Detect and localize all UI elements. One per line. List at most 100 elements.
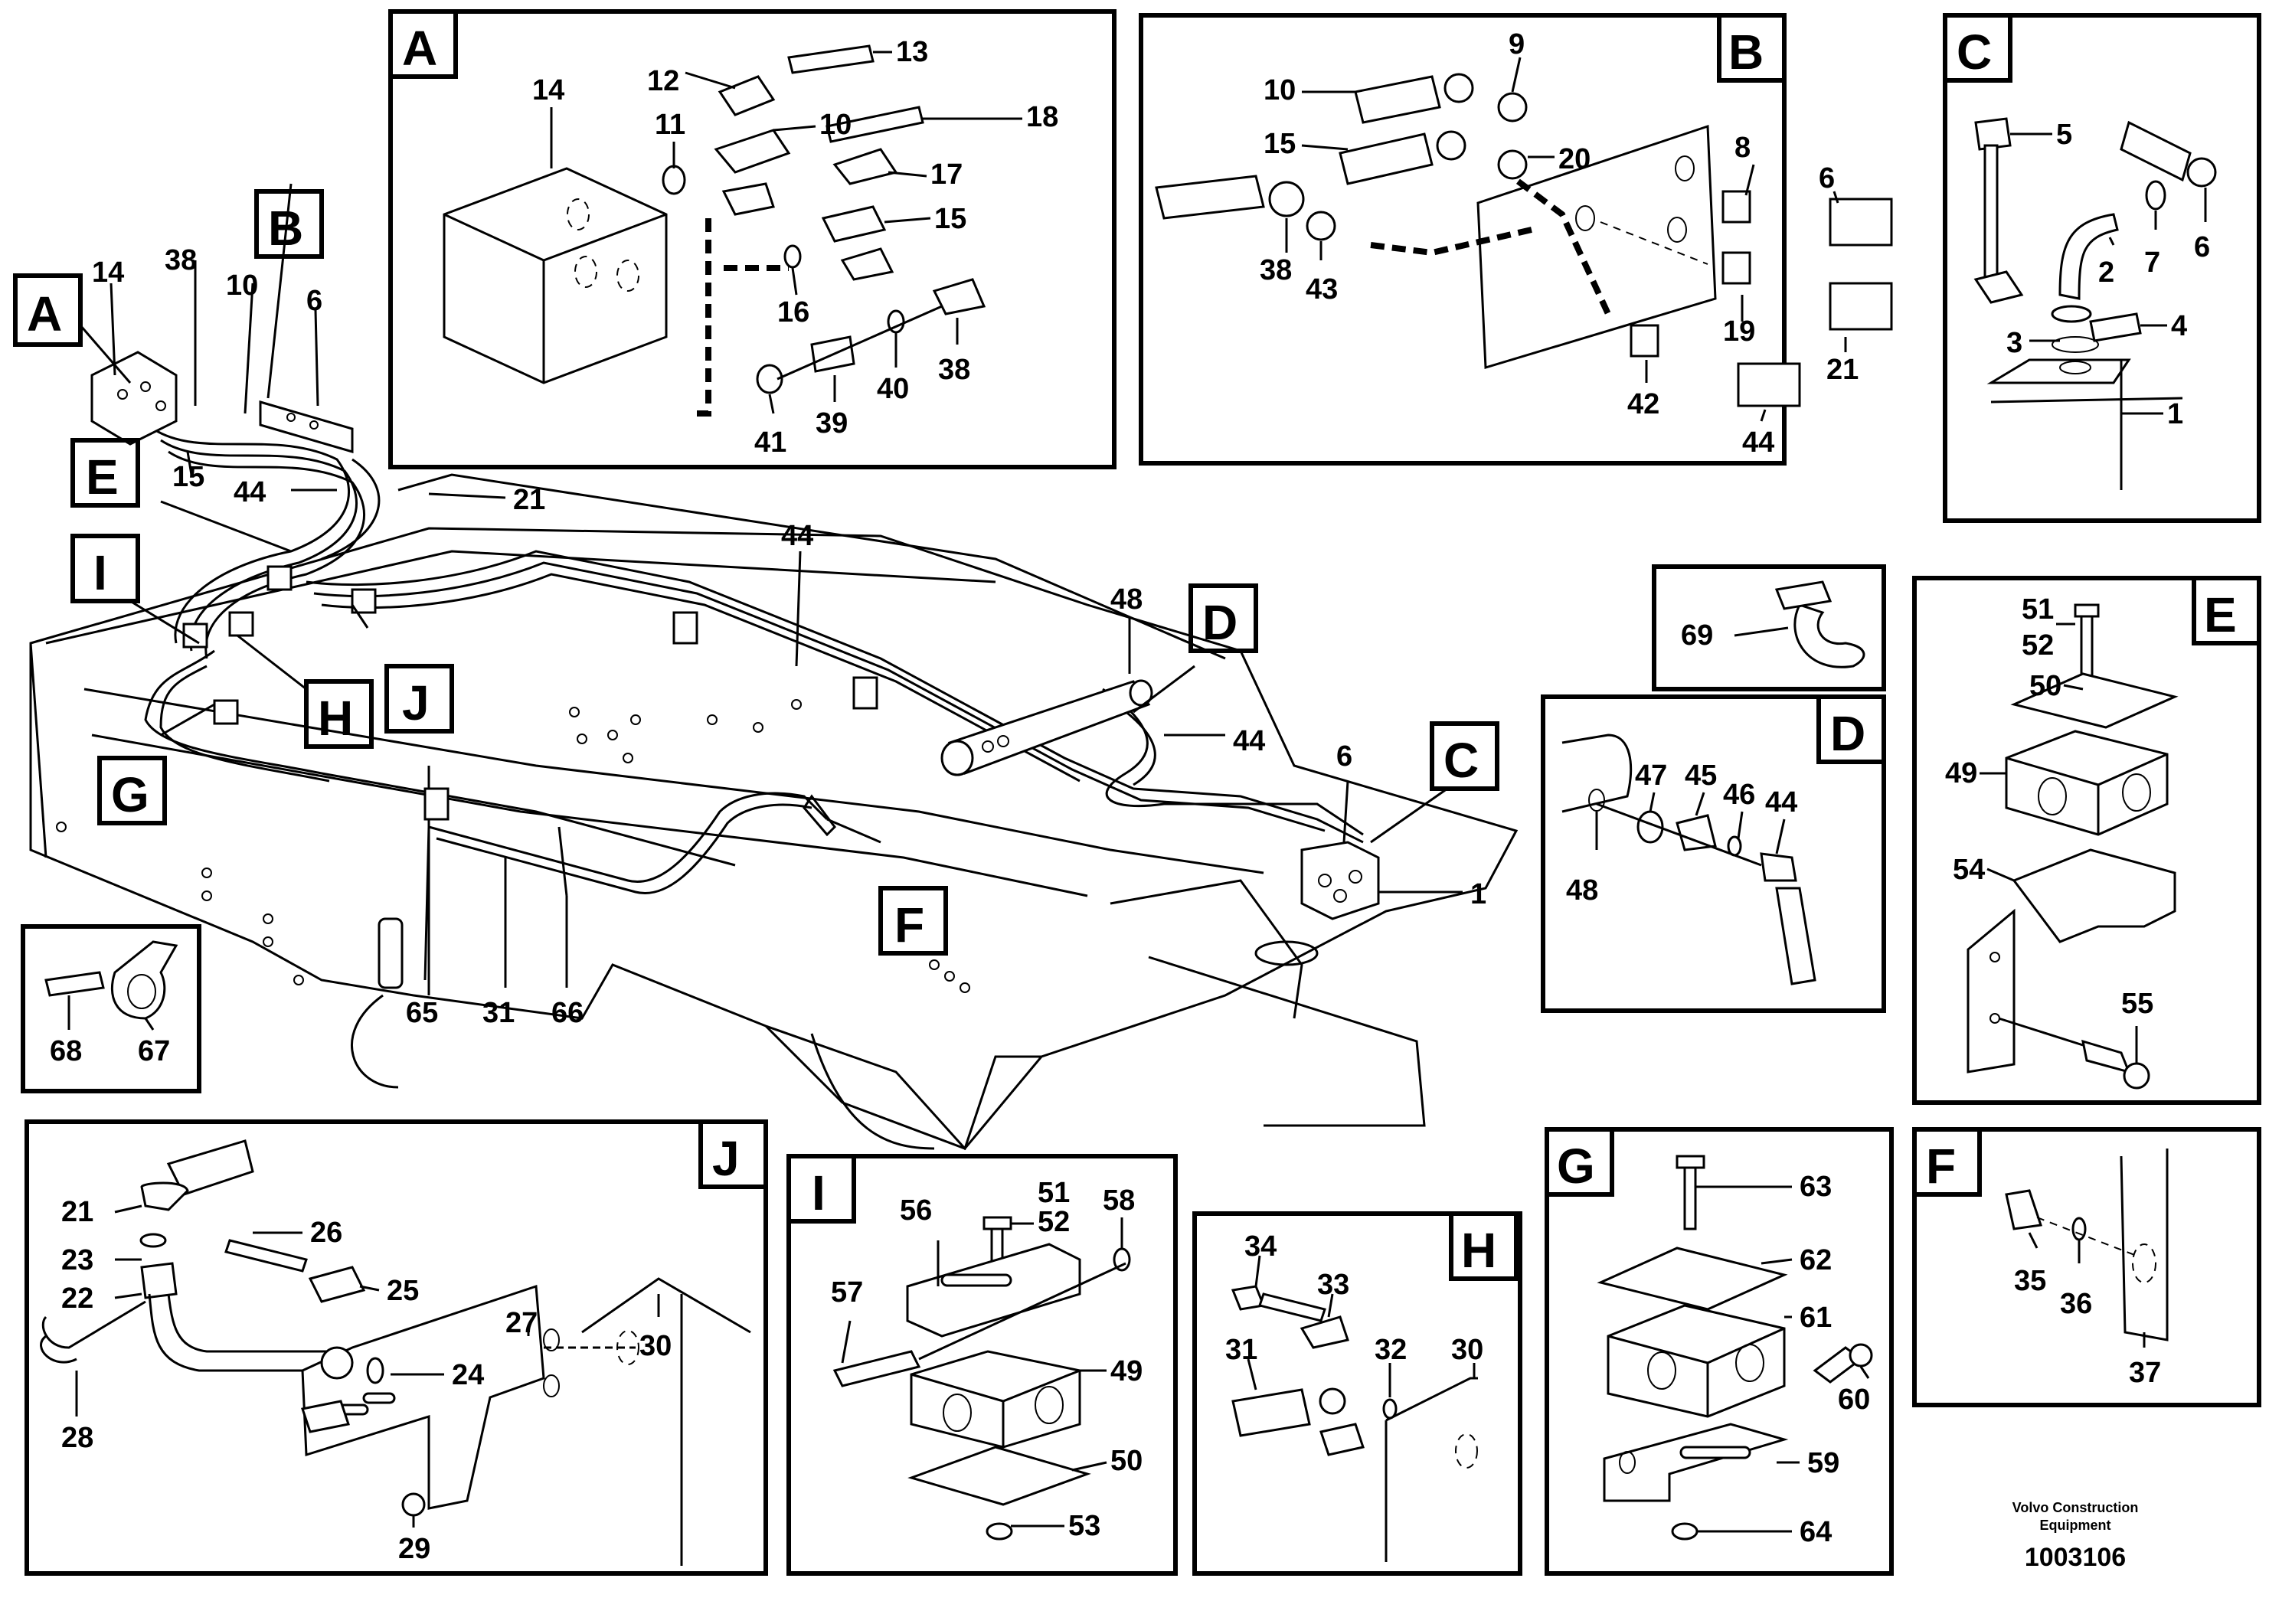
B-callout-9: 9 xyxy=(1509,28,1525,60)
J-callout-24: 24 xyxy=(452,1359,484,1391)
E-callout-51: 51 xyxy=(2022,593,2054,626)
callout-68: 68 xyxy=(50,1035,82,1067)
callout-6-b: 6 xyxy=(1336,740,1352,773)
A-callout-10: 10 xyxy=(819,109,852,141)
detail-B-letter: B xyxy=(1728,25,1764,80)
detail-J-letter: J xyxy=(712,1131,740,1186)
B-callout-10: 10 xyxy=(1264,74,1296,106)
detail-box-E: E 51 52 50 49 54 55 xyxy=(1912,576,2261,1105)
detail-D-letter: D xyxy=(1830,706,1865,761)
detail-A-letter: A xyxy=(402,21,437,76)
drawing-credits: Volvo Construction Equipment 1003106 xyxy=(2012,1500,2139,1572)
I-callout-50: 50 xyxy=(1110,1445,1143,1477)
I-callout-53: 53 xyxy=(1068,1510,1100,1542)
A-callout-17: 17 xyxy=(930,158,963,191)
B-callout-8: 8 xyxy=(1734,132,1751,164)
callout-10: 10 xyxy=(226,270,258,302)
D-callout-44: 44 xyxy=(1765,786,1797,819)
G-callout-59: 59 xyxy=(1807,1447,1839,1479)
D-callout-48: 48 xyxy=(1566,874,1598,907)
B-callout-15: 15 xyxy=(1264,128,1296,160)
D-callout-46: 46 xyxy=(1723,779,1755,811)
detail-box-69: 69 xyxy=(1652,564,1886,691)
J-callout-28: 28 xyxy=(61,1422,93,1454)
G-callout-62: 62 xyxy=(1800,1244,1832,1276)
F-callout-36: 36 xyxy=(2060,1288,2092,1320)
document-number: 1003106 xyxy=(2025,1543,2126,1572)
pointer-G: G xyxy=(111,767,149,822)
credit-line-1: Volvo Construction xyxy=(2012,1500,2139,1515)
callout-1: 1 xyxy=(1470,878,1486,910)
callout-38: 38 xyxy=(165,244,197,276)
A-callout-13: 13 xyxy=(896,36,928,68)
callout-66: 66 xyxy=(551,997,584,1029)
D-callout-45: 45 xyxy=(1685,760,1717,792)
pointer-A: A xyxy=(27,286,62,341)
H-callout-31: 31 xyxy=(1225,1334,1257,1366)
overview-callouts: 14 38 10 6 15 44 21 44 48 44 6 1 65 31 6… xyxy=(13,183,1499,1029)
I-callout-58: 58 xyxy=(1103,1185,1135,1217)
callout-69: 69 xyxy=(1681,619,1713,652)
C-callout-3: 3 xyxy=(2006,327,2022,359)
detail-box-C: C 5 6 7 2 3 4 1 xyxy=(1943,13,2261,523)
A-callout-38: 38 xyxy=(938,354,970,386)
valve-block-1 xyxy=(1300,841,1380,920)
pointer-J: J xyxy=(402,675,430,730)
B-callout-43: 43 xyxy=(1306,273,1338,306)
callout-14: 14 xyxy=(92,257,124,289)
A-callout-15: 15 xyxy=(934,203,966,235)
detail-box-J: J 21 26 23 25 22 27 30 24 28 29 xyxy=(25,1119,768,1576)
J-callout-26: 26 xyxy=(310,1217,342,1249)
C-callout-1: 1 xyxy=(2167,398,2183,430)
C-callout-6: 6 xyxy=(2194,231,2210,263)
H-callout-34: 34 xyxy=(1244,1230,1277,1263)
B-callout-44: 44 xyxy=(1742,426,1774,459)
C-callout-5: 5 xyxy=(2056,119,2072,151)
frame-holes xyxy=(56,699,970,993)
detail-E-letter: E xyxy=(2204,587,2237,642)
I-callout-51: 51 xyxy=(1038,1177,1070,1209)
J-callout-25: 25 xyxy=(387,1275,419,1307)
detail-C-letter: C xyxy=(1957,25,1992,80)
detail-box-B: B 10 9 15 20 8 6 38 43 19 21 42 44 xyxy=(1139,13,1893,466)
H-callout-30: 30 xyxy=(1451,1334,1483,1366)
E-callout-54: 54 xyxy=(1953,854,1985,886)
detail-box-D: D 47 45 46 44 48 xyxy=(1541,694,1886,1013)
bracket-overview xyxy=(259,400,354,453)
J-callout-22: 22 xyxy=(61,1283,93,1315)
I-callout-49: 49 xyxy=(1110,1355,1143,1387)
detail-box-67-68: 68 67 xyxy=(21,924,201,1093)
callout-44-b: 44 xyxy=(781,520,813,552)
tube-48 xyxy=(940,679,1153,776)
H-callout-33: 33 xyxy=(1317,1269,1349,1301)
F-callout-35: 35 xyxy=(2014,1265,2046,1297)
A-callout-41: 41 xyxy=(754,426,786,459)
A-callout-18: 18 xyxy=(1026,101,1058,133)
B-callout-6: 6 xyxy=(1819,162,1835,194)
pointer-D: D xyxy=(1202,595,1237,650)
C-callout-7: 7 xyxy=(2144,247,2160,279)
I-callout-57: 57 xyxy=(831,1276,863,1309)
detail-box-F: F 35 36 37 xyxy=(1912,1127,2261,1407)
G-callout-61: 61 xyxy=(1800,1302,1832,1334)
G-callout-64: 64 xyxy=(1800,1516,1832,1548)
C-callout-4: 4 xyxy=(2171,310,2187,342)
D-callout-47: 47 xyxy=(1635,760,1667,792)
E-callout-55: 55 xyxy=(2121,988,2153,1020)
B-callout-20: 20 xyxy=(1558,143,1591,175)
detail-G-letter: G xyxy=(1557,1139,1595,1194)
detail-box-H: H 34 33 31 32 30 xyxy=(1192,1211,1522,1576)
F-callout-37: 37 xyxy=(2129,1357,2161,1389)
A-callout-39: 39 xyxy=(816,407,848,439)
chassis-frame-illustration xyxy=(29,351,1519,1151)
pointer-E: E xyxy=(86,449,119,505)
credit-line-2: Equipment xyxy=(2040,1518,2111,1533)
detail-H-letter: H xyxy=(1461,1223,1496,1278)
J-callout-29: 29 xyxy=(398,1533,430,1565)
E-callout-49: 49 xyxy=(1945,757,1977,789)
I-callout-52: 52 xyxy=(1038,1206,1070,1238)
J-callout-23: 23 xyxy=(61,1244,93,1276)
G-callout-60: 60 xyxy=(1838,1384,1870,1416)
pointer-I: I xyxy=(93,545,107,600)
A-callout-12: 12 xyxy=(647,65,679,97)
